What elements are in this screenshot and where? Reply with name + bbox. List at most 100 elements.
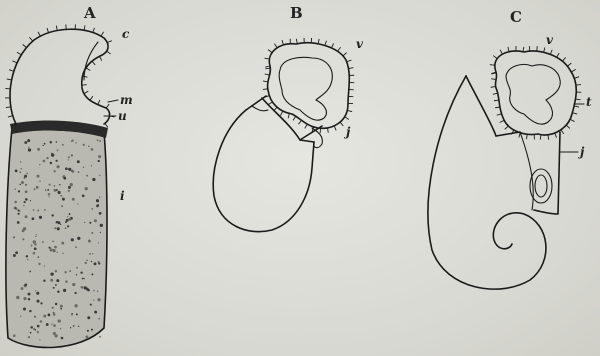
stipple-dot [57, 227, 60, 230]
cilium [17, 52, 21, 55]
figure-c-label-v: v [546, 33, 554, 47]
stipple-dot [29, 271, 31, 273]
cilium [574, 77, 579, 79]
stipple-dot [63, 289, 66, 292]
stipple-dot [93, 300, 94, 301]
cilium [527, 134, 528, 139]
cilium [90, 96, 93, 100]
cilium [318, 39, 319, 44]
stipple-dot [89, 222, 91, 224]
stipple-dot [37, 331, 39, 333]
cilium [107, 51, 111, 54]
stipple-dot [98, 242, 99, 243]
stipple-dot [22, 229, 25, 232]
stipple-dot [14, 188, 15, 189]
figure-a-pointer-m [108, 100, 118, 102]
stipple-dot [50, 141, 52, 143]
stipple-dot [85, 187, 88, 190]
cilium [495, 107, 500, 108]
cilium [491, 87, 496, 88]
cilium [550, 50, 552, 55]
cilium [540, 135, 541, 140]
stipple-dot [16, 296, 19, 299]
stipple-dot [97, 290, 98, 291]
stipple-dot [76, 274, 77, 275]
stipple-dot [31, 245, 33, 247]
stipple-dot [47, 189, 49, 191]
stipple-dot [42, 241, 43, 242]
figure-c-cilia [490, 46, 581, 140]
stipple-dot [87, 330, 89, 332]
stipple-dot [91, 261, 93, 263]
stipple-dot [57, 290, 59, 292]
cilium [338, 47, 341, 51]
cilium [47, 28, 49, 33]
cilium [347, 60, 352, 62]
stipple-dot [54, 334, 57, 337]
stipple-dot [39, 339, 40, 340]
stipple-dot [77, 160, 80, 163]
stipple-dot [25, 198, 28, 201]
cilium [263, 89, 268, 90]
cilium [107, 41, 112, 43]
cilium [98, 100, 100, 105]
stipple-dot [62, 144, 64, 146]
stipple-dot [28, 293, 31, 296]
stipple-dot [15, 207, 17, 209]
stipple-dot [71, 314, 73, 316]
stipple-dot [99, 336, 101, 338]
figure-b-letter: B [290, 4, 303, 22]
stipple-dot [82, 278, 84, 280]
stipple-dot [75, 142, 76, 143]
stipple-dot [60, 305, 63, 308]
figure-b: B v j [213, 4, 364, 232]
stipple-dot [28, 148, 31, 151]
cilium [566, 125, 570, 128]
stipple-dot [55, 284, 57, 286]
stipple-dot [68, 186, 71, 189]
cilium [500, 50, 502, 54]
stipple-dot [43, 279, 45, 281]
stipple-dot [40, 302, 42, 304]
stipple-dot [26, 255, 28, 257]
figure-b-velum-inner [279, 57, 332, 120]
stipple-dot [52, 307, 54, 309]
stipple-dot [99, 212, 102, 215]
cilium [562, 57, 565, 61]
stipple-dot [21, 287, 24, 290]
stipple-dot [100, 232, 101, 233]
cilium [576, 99, 581, 100]
cilium [84, 91, 88, 94]
stipple-dot [74, 292, 76, 294]
cilium [293, 116, 296, 120]
stipple-dot [24, 175, 27, 178]
stipple-dot [72, 198, 75, 201]
stipple-dot [67, 225, 69, 227]
stipple-dot [91, 208, 93, 210]
figure-a-head [10, 29, 110, 124]
stipple-dot [37, 210, 39, 212]
cilium [574, 106, 579, 107]
stipple-dot [78, 326, 79, 327]
stipple-dot [56, 141, 58, 143]
cilium [571, 69, 575, 72]
stipple-dot [39, 216, 42, 219]
stipple-dot [68, 190, 70, 192]
cilium [493, 93, 498, 94]
stipple-dot [58, 191, 61, 194]
stipple-dot [86, 260, 87, 261]
stipple-dot [98, 318, 100, 320]
stipple-dot [35, 290, 36, 291]
stipple-dot [53, 312, 55, 314]
figure-b-sac [213, 110, 314, 232]
stipple-dot [99, 196, 100, 197]
stipple-dot [83, 278, 84, 279]
stipple-dot [91, 165, 92, 166]
figure-a-cilia [5, 24, 114, 127]
stipple-dot [54, 185, 56, 187]
cilium [8, 116, 13, 117]
stipple-dot [48, 193, 51, 196]
stipple-dot [63, 177, 66, 180]
stipple-dot [71, 238, 74, 241]
cilium [561, 130, 564, 134]
